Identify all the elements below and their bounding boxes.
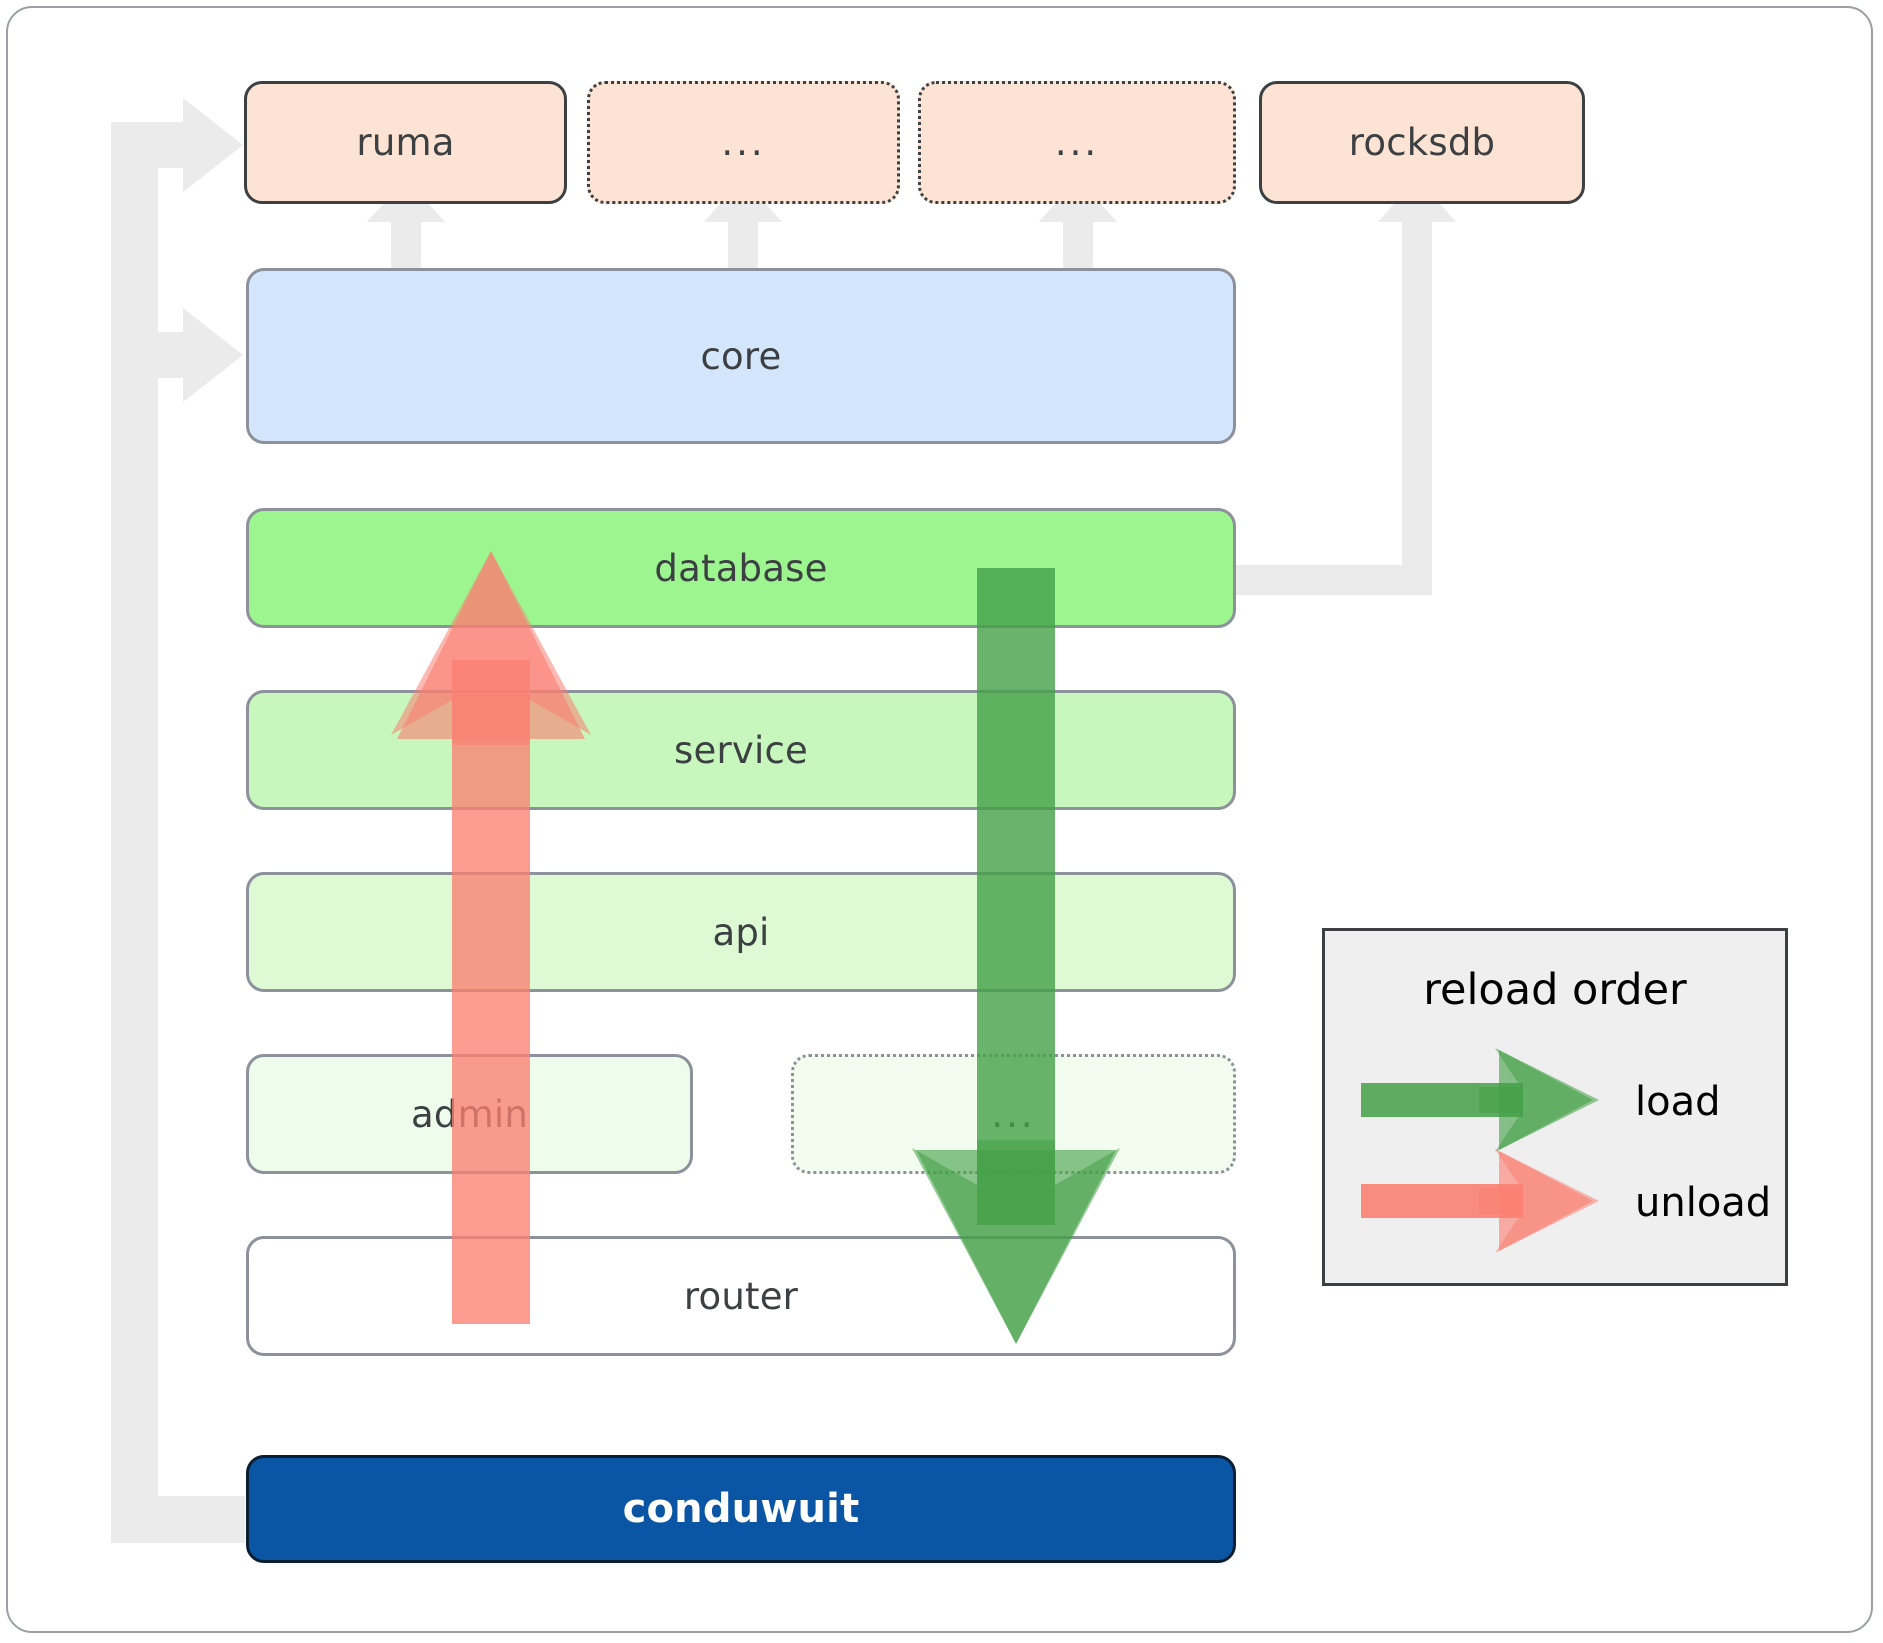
diagram-frame [6,6,1873,1633]
node-ruma[interactable]: ruma [244,81,567,204]
legend-unload-label: unload [1635,1180,1772,1226]
node-database-label: database [654,546,828,590]
node-api-label: api [712,910,770,954]
legend-load-label: load [1635,1079,1721,1125]
node-crate-placeholder[interactable]: ... [791,1054,1236,1174]
node-ruma-label: ruma [356,121,455,164]
node-dependency-placeholder-1[interactable]: ... [587,81,900,204]
node-core[interactable]: core [246,268,1236,444]
legend-unload-arrow-icon [1361,1149,1599,1253]
node-api[interactable]: api [246,872,1236,992]
node-router[interactable]: router [246,1236,1236,1356]
node-rocksdb-label: rocksdb [1348,121,1496,164]
node-router-label: router [683,1274,799,1318]
legend-panel: reload order load unload [1322,928,1788,1286]
legend-title: reload order [1423,965,1687,1015]
node-rocksdb[interactable]: rocksdb [1259,81,1585,204]
node-core-label: core [700,334,782,378]
node-conduwuit-label: conduwuit [622,1486,860,1532]
node-dependency-placeholder-1-label: ... [721,121,766,164]
legend-row-load: load [1325,1048,1785,1155]
node-dependency-placeholder-2-label: ... [1054,121,1100,164]
node-dependency-placeholder-2[interactable]: ... [918,81,1236,204]
node-service-label: service [674,728,808,772]
node-conduwuit[interactable]: conduwuit [246,1455,1236,1563]
node-crate-placeholder-label: ... [991,1092,1036,1136]
legend-load-arrow-icon [1361,1048,1599,1152]
legend-row-unload: unload [1325,1149,1785,1256]
node-service[interactable]: service [246,690,1236,810]
node-admin-label: admin [411,1092,528,1136]
node-admin[interactable]: admin [246,1054,693,1174]
node-database[interactable]: database [246,508,1236,628]
